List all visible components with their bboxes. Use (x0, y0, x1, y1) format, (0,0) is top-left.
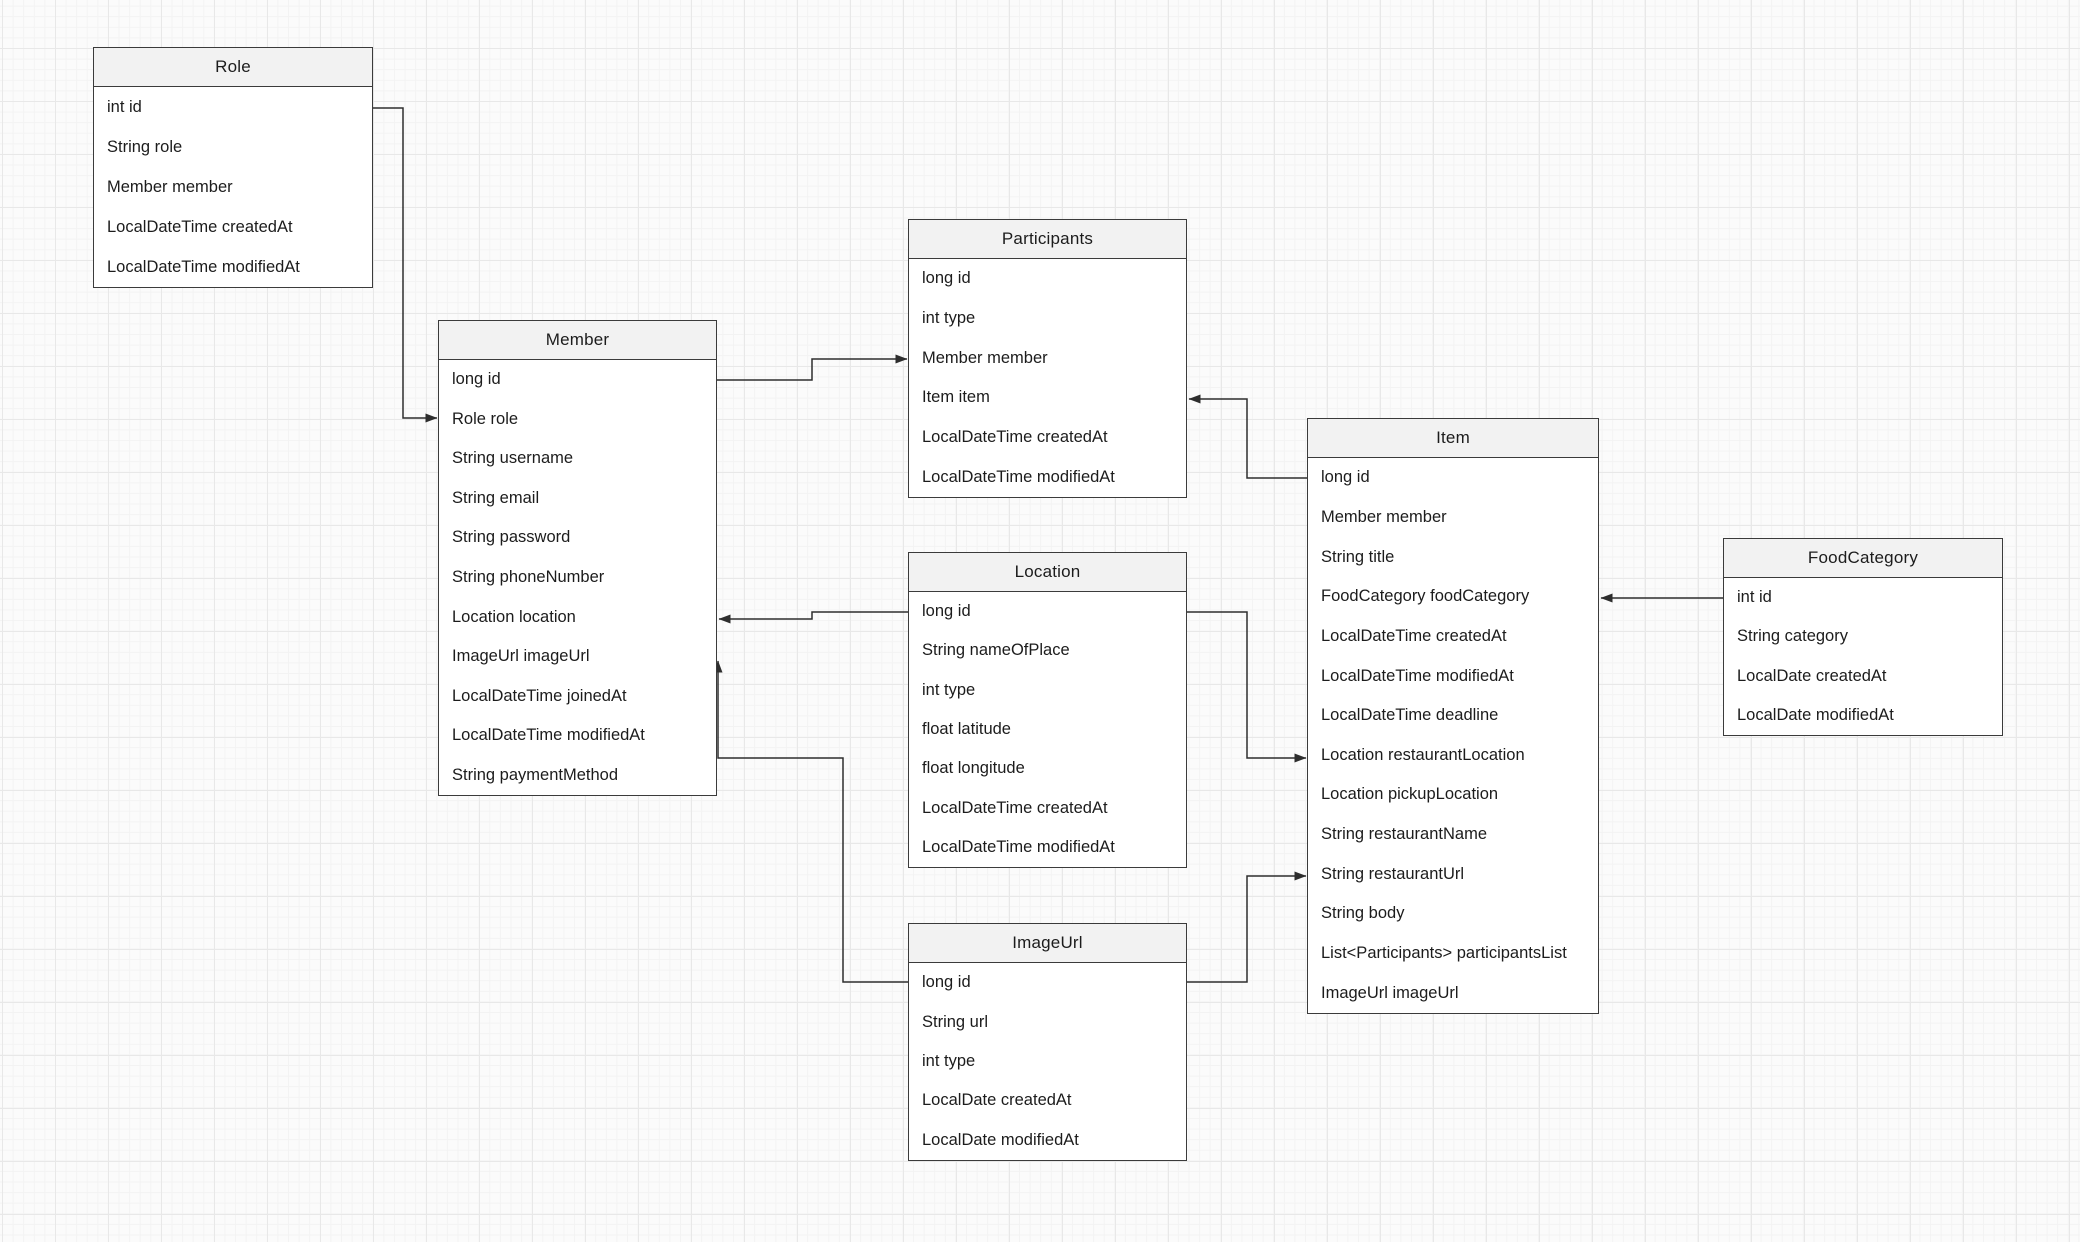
entity-location-field-4[interactable]: float longitude (922, 759, 1025, 778)
connector-imageurl-to-item-restauranturl[interactable] (1187, 871, 1307, 983)
entity-item-field-13[interactable]: ImageUrl imageUrl (1321, 983, 1459, 1002)
entity-item-field-1[interactable]: Member member (1321, 507, 1447, 526)
entity-role-field-4[interactable]: LocalDateTime modifiedAt (107, 257, 300, 276)
entity-item-field-5[interactable]: LocalDateTime modifiedAt (1321, 666, 1514, 685)
entity-member-field-3[interactable]: String email (452, 488, 540, 507)
entity-participants-title[interactable]: Participants (909, 220, 1186, 259)
connector-role-to-member-role[interactable] (373, 107, 438, 423)
entity-participants-field-2[interactable]: Member member (922, 348, 1048, 367)
entity-item-field-10[interactable]: String restaurantUrl (1321, 864, 1465, 883)
entity-location-field-6[interactable]: LocalDateTime modifiedAt (922, 837, 1115, 856)
entity-imageurl-field-0[interactable]: long id (922, 973, 971, 992)
entity-member-field-0[interactable]: long id (452, 370, 501, 389)
entity-foodcategory-field-2[interactable]: LocalDate createdAt (1737, 666, 1887, 685)
entity-participants-field-3[interactable]: Item item (922, 388, 990, 407)
entity-item-field-12[interactable]: List<Participants> participantsList (1321, 944, 1567, 962)
connector-location-to-member-location[interactable] (718, 611, 908, 624)
entity-location-field-1[interactable]: String nameOfPlace (922, 641, 1070, 660)
entity-member-field-9[interactable]: LocalDateTime modifiedAt (452, 726, 645, 745)
entity-location-field-2[interactable]: int type (922, 680, 976, 699)
entity-participants-field-1[interactable]: int type (922, 309, 976, 327)
entity-location-title[interactable]: Location (909, 553, 1186, 592)
connector-location-to-item-restaurantlocation[interactable] (1187, 611, 1307, 763)
entity-imageurl-field-2[interactable]: int type (922, 1052, 976, 1071)
entity-item-field-2[interactable]: String title (1321, 547, 1395, 566)
entity-foodcategory-field-1[interactable]: String category (1737, 627, 1848, 646)
entity-member-field-4[interactable]: String password (452, 528, 571, 547)
entity-role-field-2[interactable]: Member member (107, 177, 233, 196)
entity-item-field-4[interactable]: LocalDateTime createdAt (1321, 626, 1507, 645)
entity-location-field-3[interactable]: float latitude (922, 719, 1011, 738)
entity-member-field-6[interactable]: Location location (452, 607, 576, 626)
entity-imageurl-field-1[interactable]: String url (922, 1012, 989, 1031)
connector-item-to-participants-item[interactable] (1188, 394, 1307, 479)
entity-member-field-7[interactable]: ImageUrl imageUrl (452, 647, 590, 666)
entity-participants-field-5[interactable]: LocalDateTime modifiedAt (922, 467, 1115, 486)
entity-role-title[interactable]: Role (94, 48, 372, 87)
entity-item-field-8[interactable]: Location pickupLocation (1321, 785, 1499, 804)
entity-location[interactable]: Location long id String nameOfPlace int typ… (908, 552, 1187, 868)
entity-role-field-0[interactable]: int id (107, 97, 142, 116)
entity-location-field-0[interactable]: long id (922, 602, 971, 621)
entity-foodcategory-title[interactable]: FoodCategory (1724, 539, 2002, 578)
entity-imageurl-field-3[interactable]: LocalDate createdAt (922, 1091, 1072, 1110)
entity-participants-field-4[interactable]: LocalDateTime createdAt (922, 428, 1108, 447)
entity-member-field-10[interactable]: String paymentMethod (452, 765, 619, 784)
entity-imageurl-title[interactable]: ImageUrl (909, 924, 1186, 963)
entity-foodcategory-field-3[interactable]: LocalDate modifiedAt (1737, 705, 1894, 724)
entity-role-field-3[interactable]: LocalDateTime createdAt (107, 217, 293, 236)
entity-item-field-11[interactable]: String body (1321, 904, 1405, 923)
entity-item-field-0[interactable]: long id (1321, 468, 1370, 487)
entity-member-field-1[interactable]: Role role (452, 409, 519, 428)
entity-location-field-5[interactable]: LocalDateTime createdAt (922, 798, 1108, 817)
entity-imageurl-field-4[interactable]: LocalDate modifiedAt (922, 1130, 1079, 1149)
entity-participants-field-0[interactable]: long id (922, 269, 971, 288)
entity-role-field-1[interactable]: String role (107, 137, 183, 156)
entity-item-field-3[interactable]: FoodCategory foodCategory (1321, 587, 1530, 606)
entity-member-field-2[interactable]: String username (452, 449, 574, 468)
entity-item-title[interactable]: Item (1308, 419, 1598, 458)
entity-item-field-7[interactable]: Location restaurantLocation (1321, 745, 1525, 764)
connector-imageurl-to-member-imageurl[interactable] (713, 660, 908, 983)
entity-item-field-9[interactable]: String restaurantName (1321, 825, 1487, 844)
connector-member-to-participants-member[interactable] (717, 354, 908, 381)
entity-member-field-5[interactable]: String phoneNumber (452, 568, 605, 586)
entity-item-field-6[interactable]: LocalDateTime deadline (1321, 706, 1499, 725)
entity-member-title[interactable]: Member (439, 321, 716, 360)
entity-member-field-8[interactable]: LocalDateTime joinedAt (452, 686, 627, 705)
entity-foodcategory-field-0[interactable]: int id (1737, 588, 1772, 607)
